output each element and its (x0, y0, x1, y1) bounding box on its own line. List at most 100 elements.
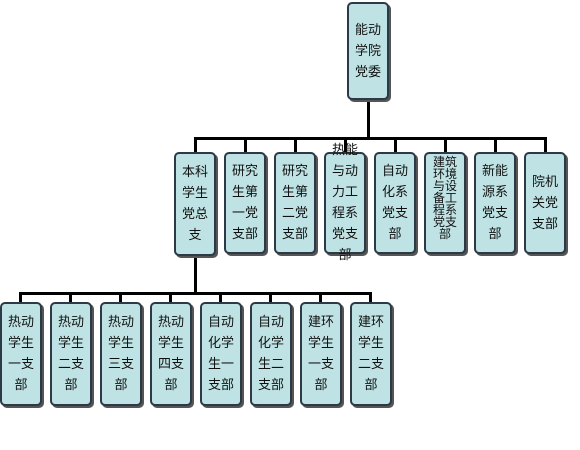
node-text: 备工 (432, 191, 457, 205)
node-text: 本科 (181, 165, 208, 180)
node-text: 二党 (281, 206, 308, 221)
node-text: 部 (488, 227, 502, 242)
node-text: 力工 (331, 185, 358, 200)
node-text: 程系 (331, 206, 358, 221)
node-text: 部 (64, 378, 78, 393)
connector-level2-drop (169, 292, 172, 302)
node-text: 支部 (281, 227, 308, 242)
node-text: 自动 (207, 315, 234, 330)
level1-node-undergraduate-branch: 本科 学生 党总 支 (174, 152, 216, 256)
node-text: 研究 (231, 164, 258, 179)
node-text: 部 (114, 378, 128, 393)
level2-node-building-env-student-2: 建环 学生 二支 部 (350, 302, 392, 406)
node-text: 二支 (57, 357, 84, 372)
node-text: 新能 (481, 164, 508, 179)
connector-level2-drop (319, 292, 322, 302)
node-text: 热动 (57, 315, 84, 330)
node-text: 学生 (57, 336, 84, 351)
node-text: 源系 (481, 185, 508, 200)
level1-node-new-energy-dept: 新能 源系 党支 部 (474, 152, 516, 254)
node-text: 化学 (257, 336, 284, 351)
level1-node-graduate-branch-1: 研究 生第 一党 支部 (224, 152, 266, 254)
node-text: 能动 (354, 22, 381, 38)
node-text: 支部 (531, 216, 558, 232)
connector-level1-drop (294, 137, 297, 154)
node-text: 建环 (357, 315, 384, 330)
node-text: 热动 (107, 315, 134, 330)
node-text: 支 (188, 228, 202, 243)
node-text: 党委 (354, 64, 381, 80)
node-text: 学生 (307, 336, 334, 351)
level2-node-thermal-student-3: 热动 学生 三支 部 (100, 302, 142, 406)
node-text: 部 (314, 378, 328, 393)
level2-node-building-env-student-1: 建环 学生 一支 部 (300, 302, 342, 406)
node-text: 与设 (432, 179, 457, 193)
node-text: 热能 (331, 143, 358, 158)
connector-level2-bar (19, 292, 369, 295)
connector-level2-drop (369, 292, 372, 302)
node-text: 一支 (7, 357, 34, 372)
node-text: 二支 (357, 357, 384, 372)
node-text: 三支 (107, 357, 134, 372)
node-text: 化系 (381, 185, 408, 200)
connector-level1-drop (494, 137, 497, 154)
node-text: 热动 (7, 315, 34, 330)
node-text: 部 (364, 378, 378, 393)
node-text: 建环 (307, 315, 334, 330)
node-text: 热动 (157, 315, 184, 330)
node-text: 关党 (531, 195, 558, 211)
level1-node-thermal-power-dept: 热能 与动 力工 程系 党支 部 (324, 143, 366, 263)
connector-level1-bar (194, 137, 544, 140)
connector-level2-drop (119, 292, 122, 302)
connector-level1-drop (444, 137, 447, 154)
node-text: 生第 (231, 185, 258, 200)
node-text: 支部 (231, 227, 258, 242)
node-text: 学生 (157, 336, 184, 351)
node-text: 自动 (381, 164, 408, 179)
connector-level2-drop (219, 292, 222, 302)
node-text: 党支 (481, 206, 508, 221)
connector-level1-drop (344, 137, 347, 154)
node-text: 自动 (257, 315, 284, 330)
connector-level2-drop (269, 292, 272, 302)
connector-level2-drop (69, 292, 72, 302)
level1-node-graduate-branch-2: 研究 生第 二党 支部 (274, 152, 316, 254)
node-text: 支部 (207, 378, 234, 393)
level2-node-thermal-student-2: 热动 学生 二支 部 (50, 302, 92, 406)
node-text: 一支 (307, 357, 334, 372)
node-text: 建筑 (432, 155, 457, 169)
level1-node-building-environment-dept: 建筑 环境 与设 备工 程系 党支 部 (424, 152, 466, 254)
level1-node-automation-dept: 自动 化系 党支 部 (374, 152, 416, 254)
node-text: 生一 (207, 357, 234, 372)
connector-branch-stem (194, 256, 197, 294)
connector-level2-drop (19, 292, 22, 302)
node-text: 部 (14, 378, 28, 393)
node-text: 程系 (432, 203, 457, 217)
root-node-party-committee: 能动 学院 党委 (347, 2, 389, 100)
node-text: 化学 (207, 336, 234, 351)
level2-node-automation-student-2: 自动 化学 生二 支部 (250, 302, 292, 406)
node-text: 党支 (381, 206, 408, 221)
node-text: 生第 (281, 185, 308, 200)
connector-level1-drop (244, 137, 247, 154)
node-text: 部 (338, 248, 352, 263)
node-text: 党支 (432, 215, 457, 229)
node-text: 学院 (354, 43, 381, 59)
node-text: 研究 (281, 164, 308, 179)
node-text: 学生 (7, 336, 34, 351)
connector-level1-drop (544, 137, 547, 154)
node-text: 学生 (181, 186, 208, 201)
level2-node-thermal-student-1: 热动 学生 一支 部 (0, 302, 42, 406)
node-text: 环境 (432, 167, 457, 181)
level1-node-admin-branch: 院机 关党 支部 (524, 152, 566, 254)
connector-root-stem (367, 100, 370, 138)
connector-level1-drop (394, 137, 397, 154)
connector-level1-drop (194, 137, 197, 154)
node-text: 党总 (181, 207, 208, 222)
node-text: 部 (438, 227, 451, 241)
node-text: 部 (388, 227, 402, 242)
node-text: 四支 (157, 357, 184, 372)
level2-node-thermal-student-4: 热动 学生 四支 部 (150, 302, 192, 406)
node-text: 学生 (107, 336, 134, 351)
